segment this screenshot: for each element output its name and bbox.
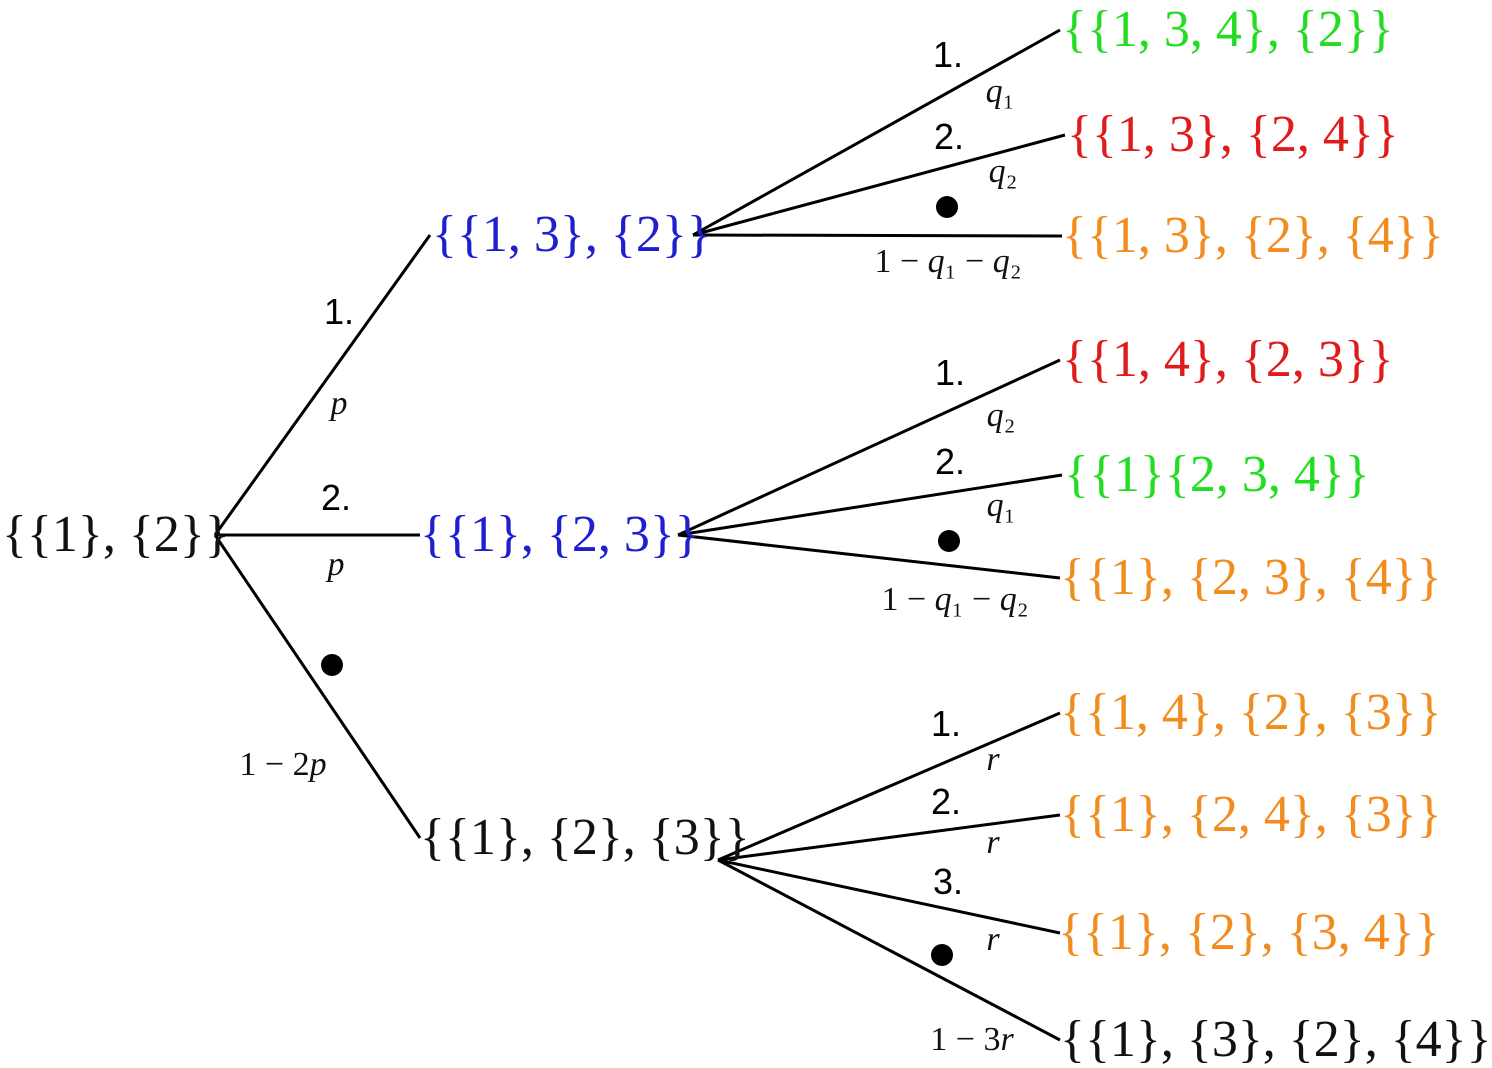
- edge-prob-root-c: 1 − 2p: [239, 746, 327, 783]
- edge-number-b-b1: 1.: [934, 352, 966, 393]
- node-a1: {{1, 3, 4}, {2}}: [1062, 1, 1394, 58]
- edge-prob-c-c1: r: [986, 741, 1000, 778]
- node-b3: {{1}, {2, 3}, {4}}: [1060, 549, 1442, 606]
- edge-c-c1: [717, 711, 1061, 862]
- edge-number-c-c1: 1.: [930, 703, 962, 744]
- edge-prob-root-b: p: [327, 546, 345, 583]
- node-b2: {{1}{2, 3, 4}}: [1064, 446, 1370, 503]
- edge-prob-c-c3: r: [986, 921, 1000, 958]
- edge-number-a-a2: 2.: [933, 116, 965, 157]
- node-c4: {{1}, {3}, {2}, {4}}: [1060, 1011, 1492, 1068]
- edge-prob-b-b2: q₁: [986, 487, 1016, 524]
- node-a: {{1, 3}, {2}}: [432, 206, 712, 263]
- edge-prob-a-a3: 1 − q₁ − q₂: [874, 243, 1022, 280]
- node-c1: {{1, 4}, {2}, {3}}: [1060, 684, 1442, 741]
- edge-b-b1: [677, 358, 1061, 537]
- edge-bullet-a-a3: [936, 196, 958, 218]
- node-a2: {{1, 3}, {2, 4}}: [1067, 106, 1399, 163]
- tree-edges: [213, 28, 1066, 1042]
- edge-bullet-root-c: [321, 654, 343, 676]
- edge-prob-c-c4: 1 − 3r: [930, 1021, 1014, 1058]
- edge-bullet-c-c4: [931, 944, 953, 966]
- edge-prob-a-a1: q₁: [985, 73, 1015, 110]
- edge-number-root-a: 1.: [323, 291, 355, 332]
- edge-number-b-b2: 2.: [934, 441, 966, 482]
- edge-prob-root-a: p: [330, 385, 348, 422]
- edge-number-c-c3: 3.: [932, 861, 964, 902]
- edge-bullet-b-b3: [938, 530, 960, 552]
- edge-b-b3: [677, 533, 1061, 580]
- node-b1: {{1, 4}, {2, 3}}: [1062, 331, 1394, 388]
- edge-number-root-b: 2.: [320, 477, 352, 518]
- node-a3: {{1, 3}, {2}, {4}}: [1062, 207, 1444, 264]
- edge-c-c4: [717, 858, 1061, 1042]
- edge-a-a1: [692, 28, 1061, 237]
- edge-number-a-a1: 1.: [932, 34, 964, 75]
- node-root: {{1}, {2}}: [2, 506, 230, 563]
- node-b: {{1}, {2, 3}}: [420, 506, 700, 563]
- node-c2: {{1}, {2, 4}, {3}}: [1060, 786, 1442, 843]
- edge-number-c-c2: 2.: [930, 781, 962, 822]
- edge-root-c: [213, 534, 422, 839]
- node-c: {{1}, {2}, {3}}: [420, 809, 750, 866]
- edge-prob-c-c2: r: [986, 824, 1000, 861]
- edge-c-c3: [717, 858, 1061, 935]
- edge-prob-b-b3: 1 − q₁ − q₂: [881, 581, 1029, 618]
- edge-a-a2: [692, 133, 1066, 237]
- edge-prob-b-b1: q₂: [986, 397, 1016, 434]
- edge-b-b2: [677, 473, 1063, 537]
- node-c3: {{1}, {2}, {3, 4}}: [1058, 904, 1440, 961]
- edge-root-a: [213, 234, 432, 536]
- edge-c-c2: [717, 813, 1061, 862]
- edge-prob-a-a2: q₂: [988, 153, 1018, 190]
- edge-a-a3: [692, 233, 1063, 238]
